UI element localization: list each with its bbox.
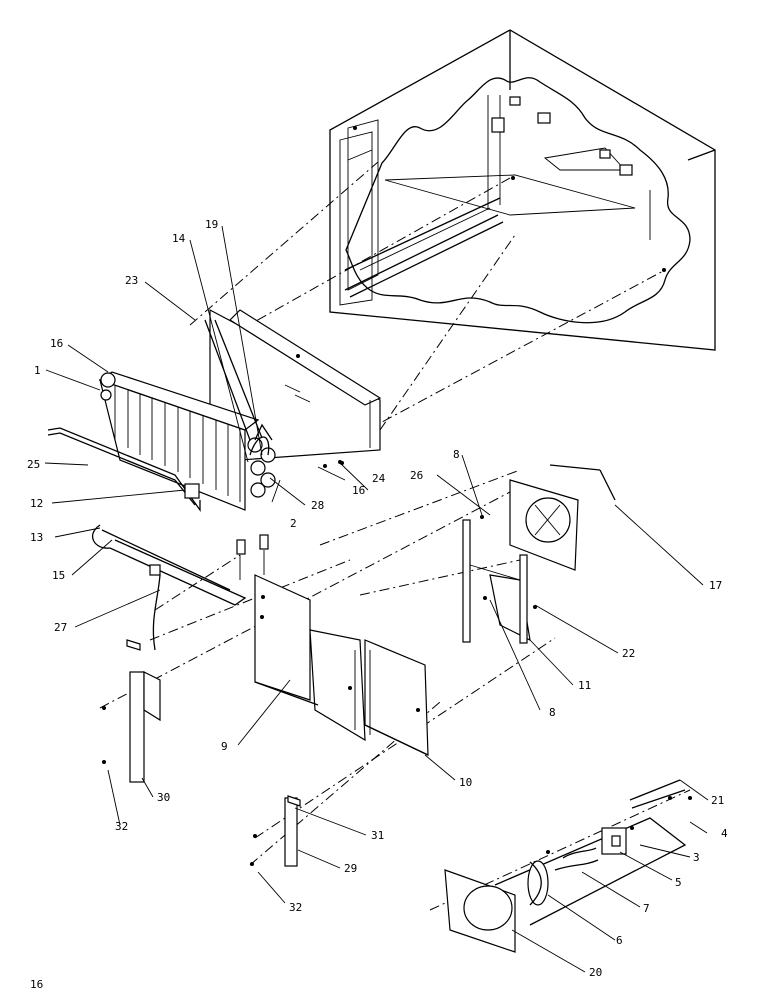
callout-11: 11 [578,679,591,692]
mounting-brackets [102,639,301,867]
callout-8b: 8 [549,706,556,719]
callout-28: 28 [311,499,324,512]
callout-16b: 16 [352,484,365,497]
callout-labels: 1 2 3 4 5 6 7 8 8 9 10 11 12 13 14 15 16… [27,218,728,979]
callout-32b: 32 [289,901,302,914]
callout-27: 27 [54,621,67,634]
callout-13: 13 [30,531,43,544]
callout-12: 12 [30,497,43,510]
alignment-lines [99,161,691,911]
callout-1: 1 [34,364,41,377]
callout-9: 9 [221,740,228,753]
callout-21: 21 [711,794,724,807]
callout-23: 23 [125,274,138,287]
callout-6: 6 [616,934,623,947]
callout-5: 5 [675,876,682,889]
callout-32a: 32 [115,820,128,833]
callout-25: 25 [27,458,40,471]
callout-30: 30 [157,791,170,804]
callout-26: 26 [410,469,423,482]
leader-lines [44,225,709,973]
callout-3: 3 [693,851,700,864]
callout-16a: 16 [50,337,63,350]
callout-20: 20 [589,966,602,979]
callout-22: 22 [622,647,635,660]
callout-7: 7 [643,902,650,915]
page-number: 16 [30,978,44,991]
callout-19: 19 [205,218,218,231]
callout-24: 24 [372,472,386,485]
evaporator-covers [254,574,429,756]
callout-8a: 8 [453,448,460,461]
callout-31: 31 [371,829,384,842]
callout-2: 2 [290,517,297,530]
evaporator-assembly [47,309,382,651]
callout-17: 17 [709,579,722,592]
damper-duct-assembly [444,779,692,953]
cabinet-cutaway [329,29,716,351]
callout-29: 29 [344,862,357,875]
callout-4: 4 [721,827,728,840]
fan-shroud-assembly [340,461,616,644]
callout-10: 10 [459,776,472,789]
callout-14: 14 [172,232,186,245]
callout-15: 15 [52,569,65,582]
